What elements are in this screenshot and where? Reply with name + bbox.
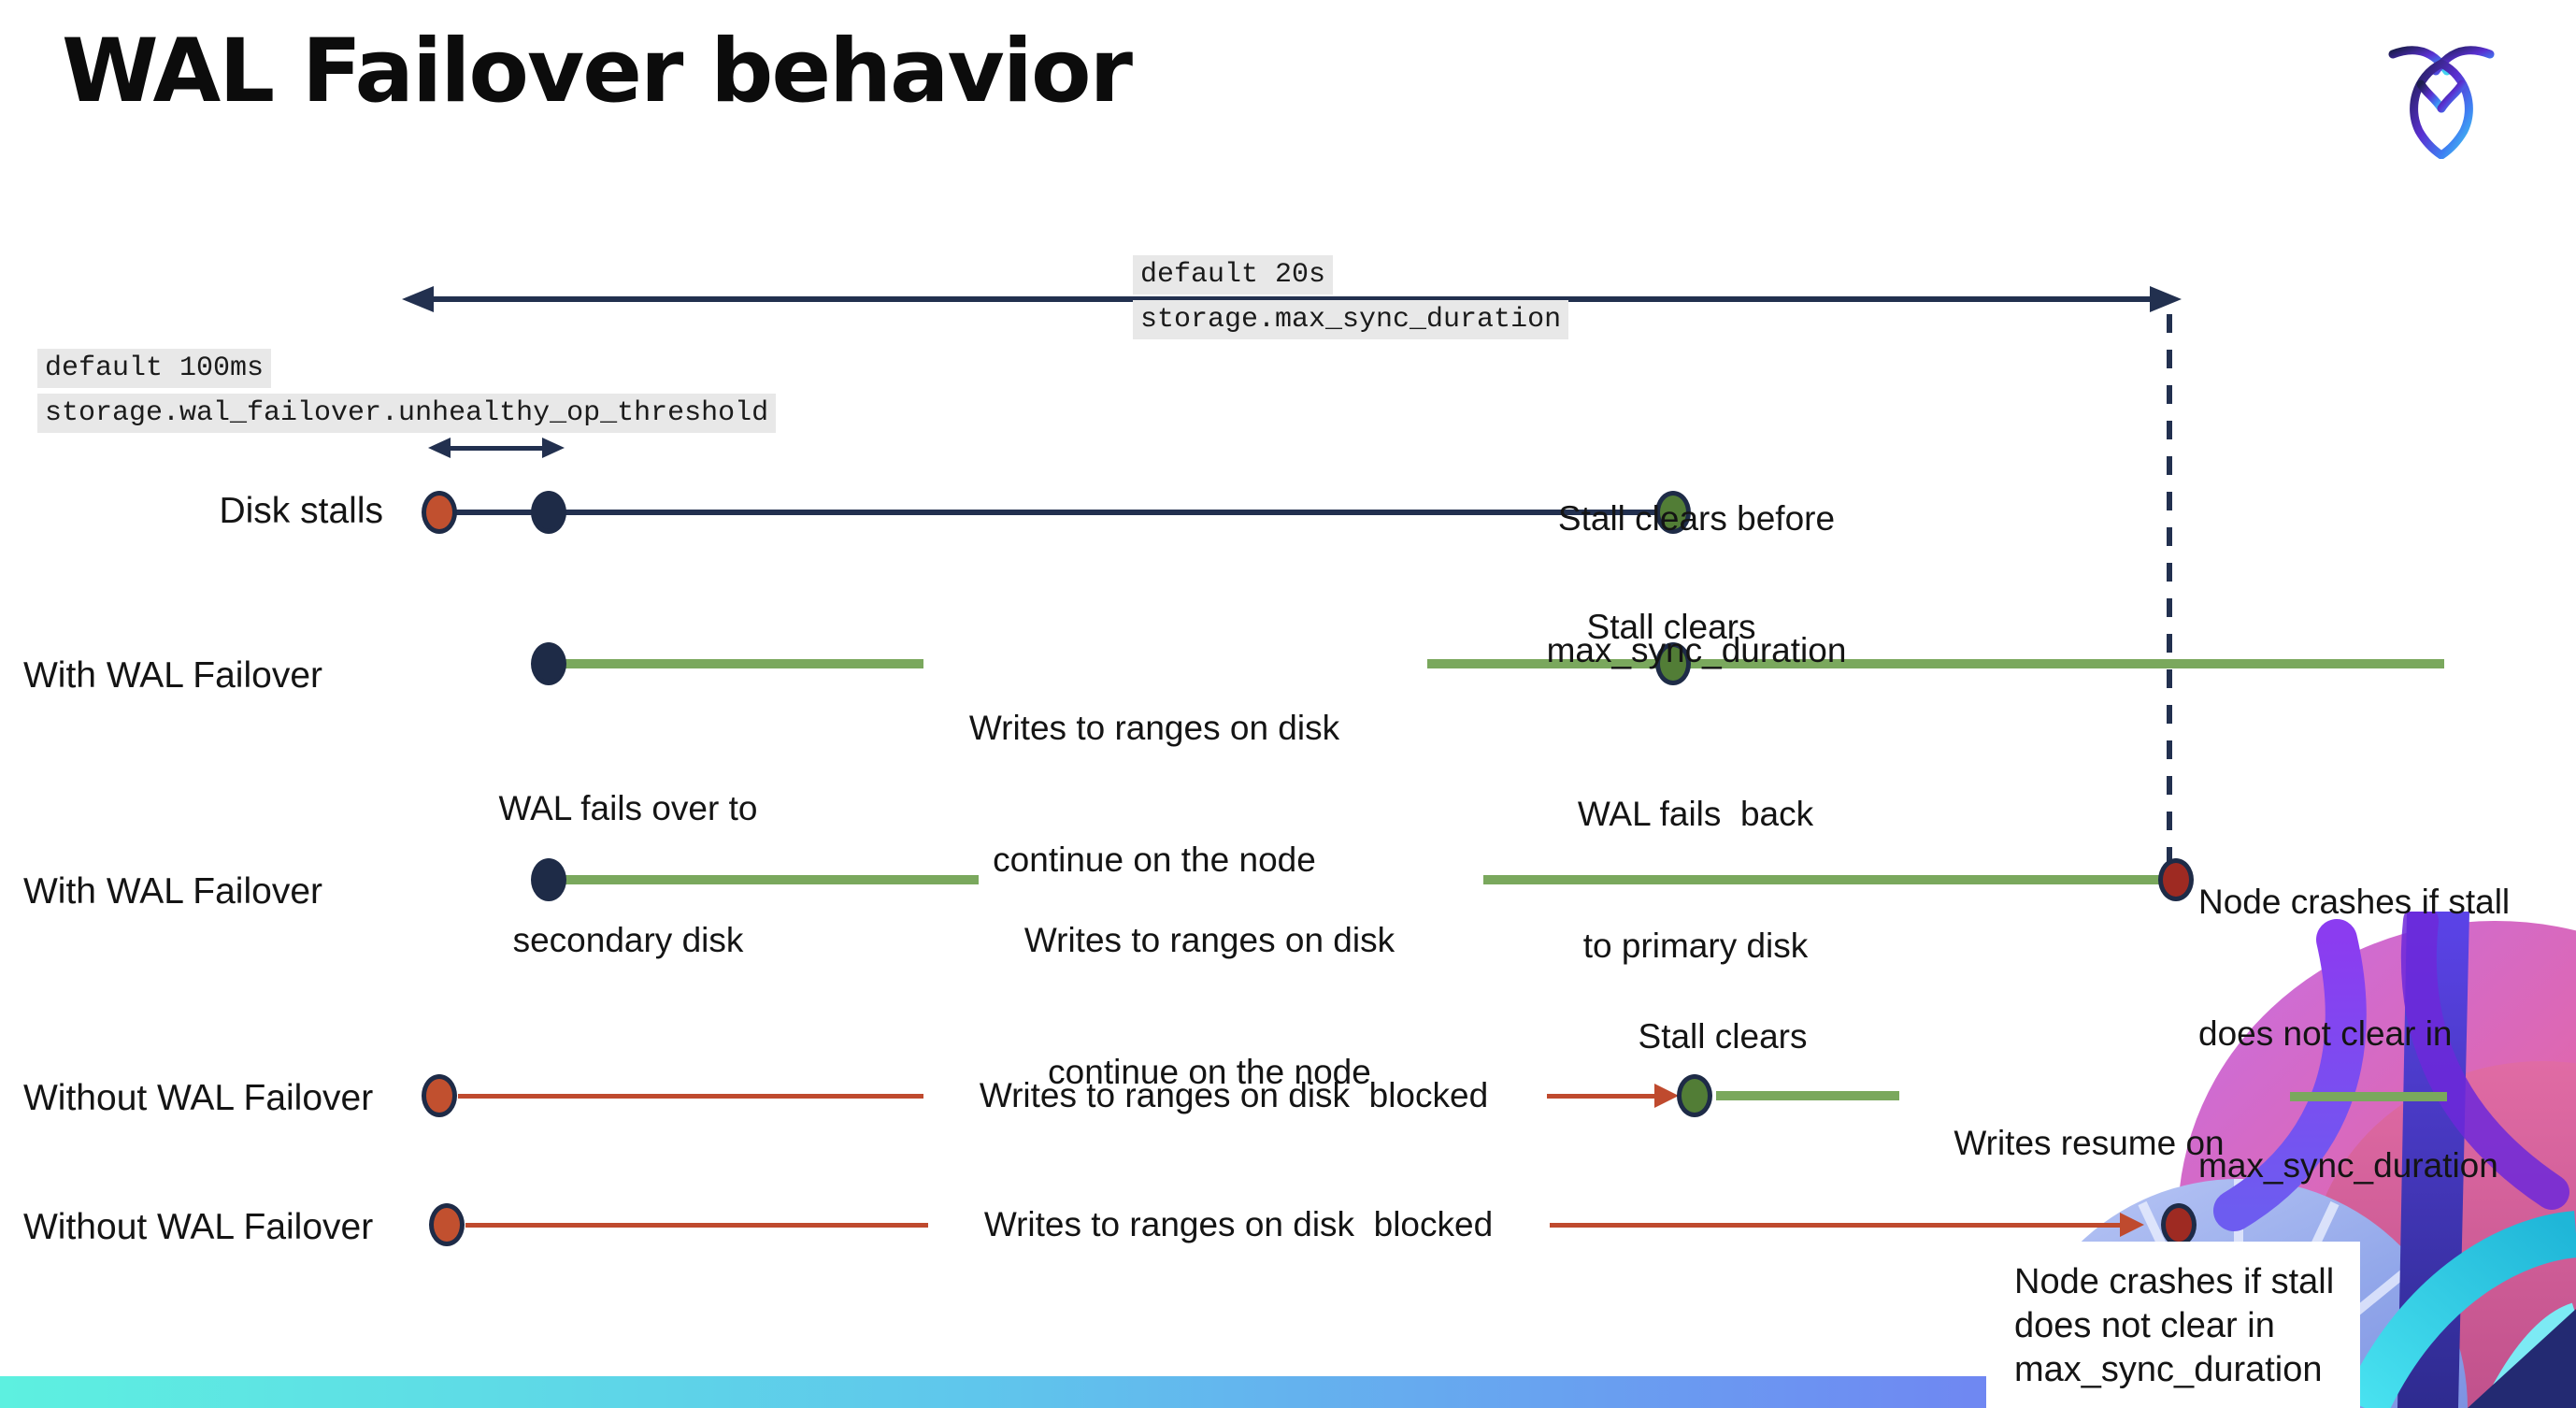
writes-continue-line (1427, 659, 2444, 668)
note-wal-fails-back: WAL fails back to primary disk (1577, 795, 1814, 965)
writes-blocked-line (465, 1223, 928, 1228)
note-node-crashes: Node crashes if stall does not clear in … (2198, 883, 2511, 1185)
note-stall-clears-before: Stall clears before max_sync_duration (1546, 499, 1847, 669)
arrowhead-right-icon (2120, 1213, 2144, 1237)
config-default-value: default 100ms (37, 349, 272, 388)
stall-clears-dot (1655, 491, 1691, 534)
note-stall-clears: Stall clears (1586, 608, 1756, 646)
writes-continue-line (561, 875, 979, 884)
writes-resume-line (2290, 1092, 2447, 1101)
row-label-with-wal-failover: With WAL Failover (23, 871, 322, 912)
config-setting-name: storage.wal_failover.unhealthy_op_thresh… (37, 394, 777, 433)
page-title: WAL Failover behavior (62, 21, 1133, 122)
threshold-span-line (447, 446, 544, 451)
max-sync-deadline-dashed-line (2167, 314, 2172, 862)
writes-blocked-line (1550, 1223, 2122, 1228)
row-label-with-wal-failover: With WAL Failover (23, 655, 322, 696)
note-wal-fails-over: WAL fails over to secondary disk (498, 789, 758, 959)
note-writes-continue: Writes to ranges on disk continue on the… (1023, 921, 1395, 1091)
note-writes-blocked: Writes to ranges on disk blocked (983, 1205, 1494, 1243)
note-writes-blocked: Writes to ranges on disk blocked (979, 1076, 1489, 1114)
row-label-disk-stalls: Disk stalls (219, 491, 383, 531)
art-violet-arc (2400, 912, 2569, 1210)
arrowhead-right-icon (2150, 286, 2182, 312)
config-default-value: default 20s (1133, 255, 1334, 295)
writes-blocked-line (1547, 1094, 1657, 1099)
row-label-without-wal-failover: Without WAL Failover (23, 1207, 374, 1247)
note-node-crashes: Node crashes if stall does not clear in … (2014, 1262, 2335, 1389)
writes-resume-line (1716, 1091, 1899, 1100)
cockroachdb-logo-icon (2388, 46, 2495, 159)
max-sync-duration-span-line (432, 296, 2152, 302)
stall-start-dot (429, 1203, 465, 1246)
arrowhead-right-icon (1654, 1084, 1679, 1108)
crash-note-card: Node crashes if stall does not clear in … (1986, 1242, 2360, 1408)
stall-clears-dot (1655, 642, 1691, 685)
config-label-max-sync-duration: default 20s storage.max_sync_duration (1133, 255, 1569, 345)
stall-start-dot (422, 1074, 457, 1117)
note-writes-continue: Writes to ranges on disk continue on the… (968, 709, 1340, 879)
failover-dot (531, 642, 566, 685)
disk-stall-timeline (439, 510, 1673, 515)
arrowhead-right-icon (542, 438, 565, 458)
config-setting-name: storage.max_sync_duration (1133, 300, 1569, 339)
arrowhead-left-icon (402, 286, 434, 312)
stall-clears-dot (1677, 1074, 1712, 1117)
node-crash-dot (2158, 858, 2194, 901)
row-label-without-wal-failover: Without WAL Failover (23, 1078, 374, 1118)
failover-dot (531, 858, 566, 901)
art-cyan-arc (2343, 1211, 2576, 1408)
art-navy-wedge (2468, 1309, 2576, 1408)
writes-blocked-line (458, 1094, 923, 1099)
writes-continue-line (1483, 875, 2165, 884)
threshold-reached-dot (531, 491, 566, 534)
note-stall-clears: Stall clears (1638, 1017, 1808, 1056)
stall-start-dot (422, 491, 457, 534)
arrowhead-left-icon (428, 438, 451, 458)
config-label-unhealthy-op-threshold: default 100ms storage.wal_failover.unhea… (37, 349, 777, 438)
writes-continue-line (561, 659, 923, 668)
